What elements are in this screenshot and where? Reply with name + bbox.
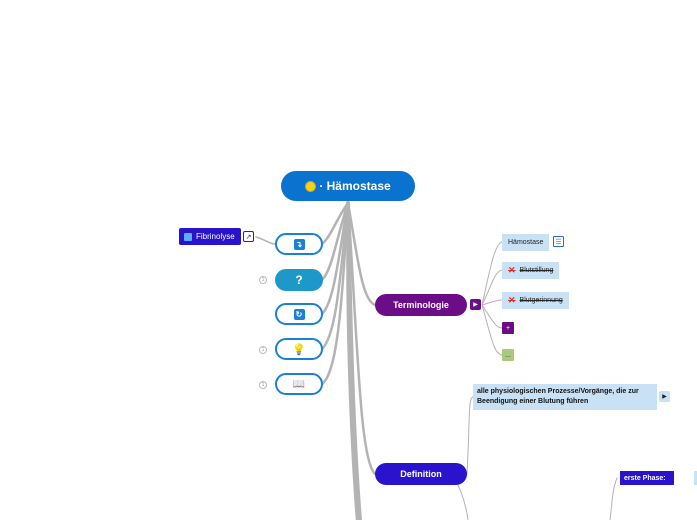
collapse-toggle[interactable]: 1	[259, 381, 267, 389]
definition-note[interactable]: alle physiologischen Prozesse/Vorgänge, …	[473, 384, 657, 410]
question-icon: ?	[295, 273, 303, 287]
action-topic[interactable]: ↴	[275, 233, 323, 255]
subtopic-label: Blutgerinnung	[519, 297, 563, 304]
subtopic-label: Hämostase	[508, 239, 544, 246]
action-icon: ↴	[293, 238, 305, 250]
sun-icon	[305, 180, 317, 192]
external-link-icon[interactable]: ↗	[243, 231, 254, 242]
collapse-toggle[interactable]: 1	[259, 276, 267, 284]
question-topic[interactable]: ?	[275, 269, 323, 291]
cross-icon: ✕	[508, 295, 516, 305]
play-icon[interactable]: ▶	[659, 391, 670, 402]
book-topic[interactable]: 📖	[275, 373, 323, 395]
syringe-icon	[184, 232, 192, 241]
phase-subtopic-edge	[694, 471, 697, 485]
topic-definition-label: Definition	[400, 469, 442, 479]
notes-icon[interactable]: ☰	[553, 236, 564, 247]
idea-topic[interactable]: 💡	[275, 338, 323, 360]
central-topic-haemostase[interactable]: · Hämostase	[281, 171, 415, 201]
definition-line-1: alle physiologischen Prozesse/Vorgänge, …	[477, 388, 639, 395]
subtopic-haemostase[interactable]: Hämostase	[502, 234, 550, 251]
refresh-icon: ↻	[293, 308, 305, 320]
cross-icon: ✕	[508, 265, 516, 275]
book-icon: 📖	[292, 378, 306, 390]
subtopic-label: Blutstillung	[519, 267, 554, 274]
add-subtopic-button[interactable]: +	[502, 322, 514, 334]
topic-terminologie-label: Terminologie	[393, 300, 449, 310]
lightbulb-icon: 💡	[292, 343, 306, 356]
phase-label: erste Phase:	[624, 474, 666, 482]
topic-definition[interactable]: Definition	[375, 463, 467, 485]
play-icon[interactable]: ▶	[470, 299, 481, 310]
fibrinolyse-link-topic[interactable]: Fibrinolyse	[179, 228, 241, 245]
dots-label: ...	[505, 351, 511, 359]
central-topic-label: · Hämostase	[319, 179, 391, 193]
refresh-topic[interactable]: ↻	[275, 303, 323, 325]
more-subtopic-button[interactable]: ...	[502, 349, 514, 361]
fibrinolyse-label: Fibrinolyse	[196, 232, 235, 241]
topic-terminologie[interactable]: Terminologie	[375, 294, 467, 316]
definition-line-2: Beendigung einer Blutung führen	[477, 398, 589, 405]
subtopic-blutgerinnung[interactable]: ✕ Blutgerinnung	[502, 292, 569, 309]
plus-label: +	[505, 324, 511, 332]
collapse-toggle[interactable]: 1	[259, 346, 267, 354]
subtopic-blutstillung[interactable]: ✕ Blutstillung	[502, 262, 560, 279]
topic-erste-phase[interactable]: erste Phase:	[620, 471, 674, 485]
